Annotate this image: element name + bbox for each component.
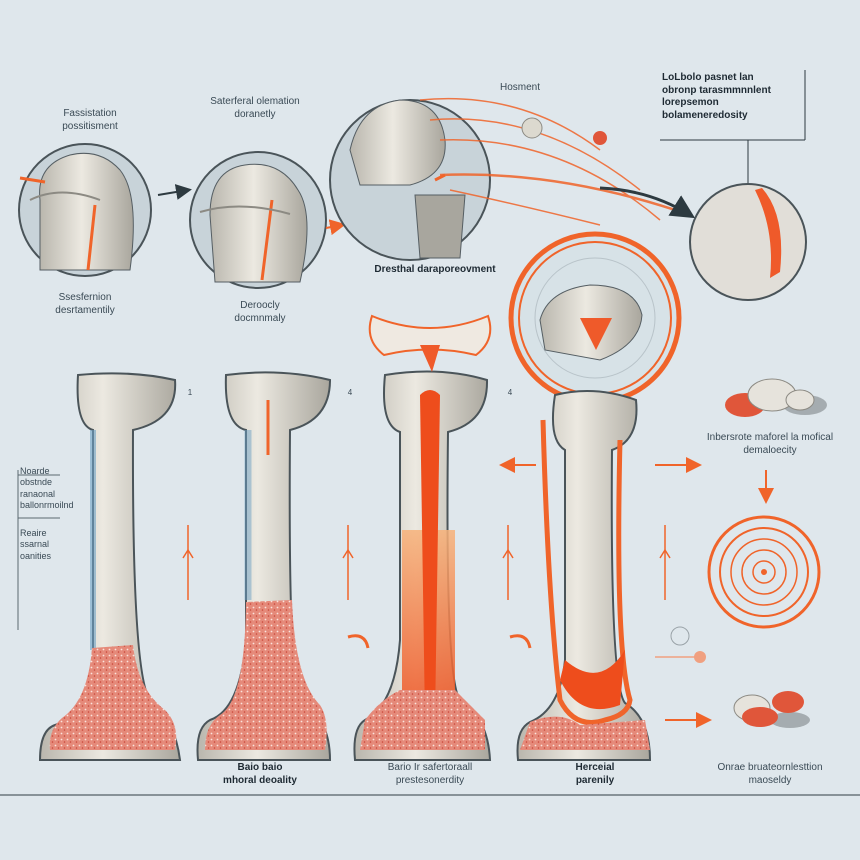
label-top-mid: Hosment [499, 82, 540, 93]
label-right-mid: Inbersrote maforel la mofical demaloecit… [706, 432, 834, 456]
bubble [670, 626, 690, 646]
pebbles-bottom [733, 691, 810, 728]
label-top-left-2: Saterferal olemation doranetly [210, 96, 300, 120]
motion-lines [419, 97, 691, 226]
red-particle [593, 131, 607, 145]
label-top-left-1: Fassistation possitisment [62, 108, 118, 132]
bone-4 [516, 390, 652, 761]
small-sphere [521, 117, 543, 139]
label-bottom-3: Herceial parenily [575, 762, 615, 786]
step-number-3: 4 [507, 388, 513, 397]
joint-circle-2 [189, 151, 327, 289]
curve-arrow-1 [347, 634, 370, 649]
label-bottom-1: Baio baio mhoral deoality [223, 762, 297, 786]
label-side-1: Noarde obstnde ranaonal ballonrmoilnd [20, 466, 74, 510]
label-circle-1: Ssesfernion desrtamentily [55, 292, 115, 316]
joint-circle-1 [18, 143, 152, 277]
label-side-2: Reaire ssarnal oanities [20, 528, 52, 561]
joint-closeup [329, 99, 491, 261]
step-number-2: 4 [347, 388, 353, 397]
label-circle-2: Deroocly docmnmaly [234, 300, 286, 324]
bone-top-cap [368, 314, 492, 372]
bone-sphere [689, 183, 807, 301]
step-number-1: 1 [187, 388, 193, 397]
label-top-right: LoLbolo pasnet lan obronp tarasmmnnlent … [662, 72, 771, 121]
bone-3 [353, 370, 492, 761]
pebbles-top [725, 378, 827, 417]
vertical-arrows [182, 525, 671, 600]
concentric-target [707, 515, 821, 629]
label-bottom-2: Bario Ir safertoraall prestesonerdity [387, 762, 473, 786]
label-bottom-4: Onrae bruateornlesttion maoseldy [717, 762, 823, 786]
bone-1 [38, 372, 182, 761]
highlight-ring [508, 231, 682, 405]
curve-arrow-2 [509, 634, 532, 649]
bone-2 [196, 371, 332, 761]
label-mid-caption: Dresthal daraporeovment [374, 264, 496, 275]
